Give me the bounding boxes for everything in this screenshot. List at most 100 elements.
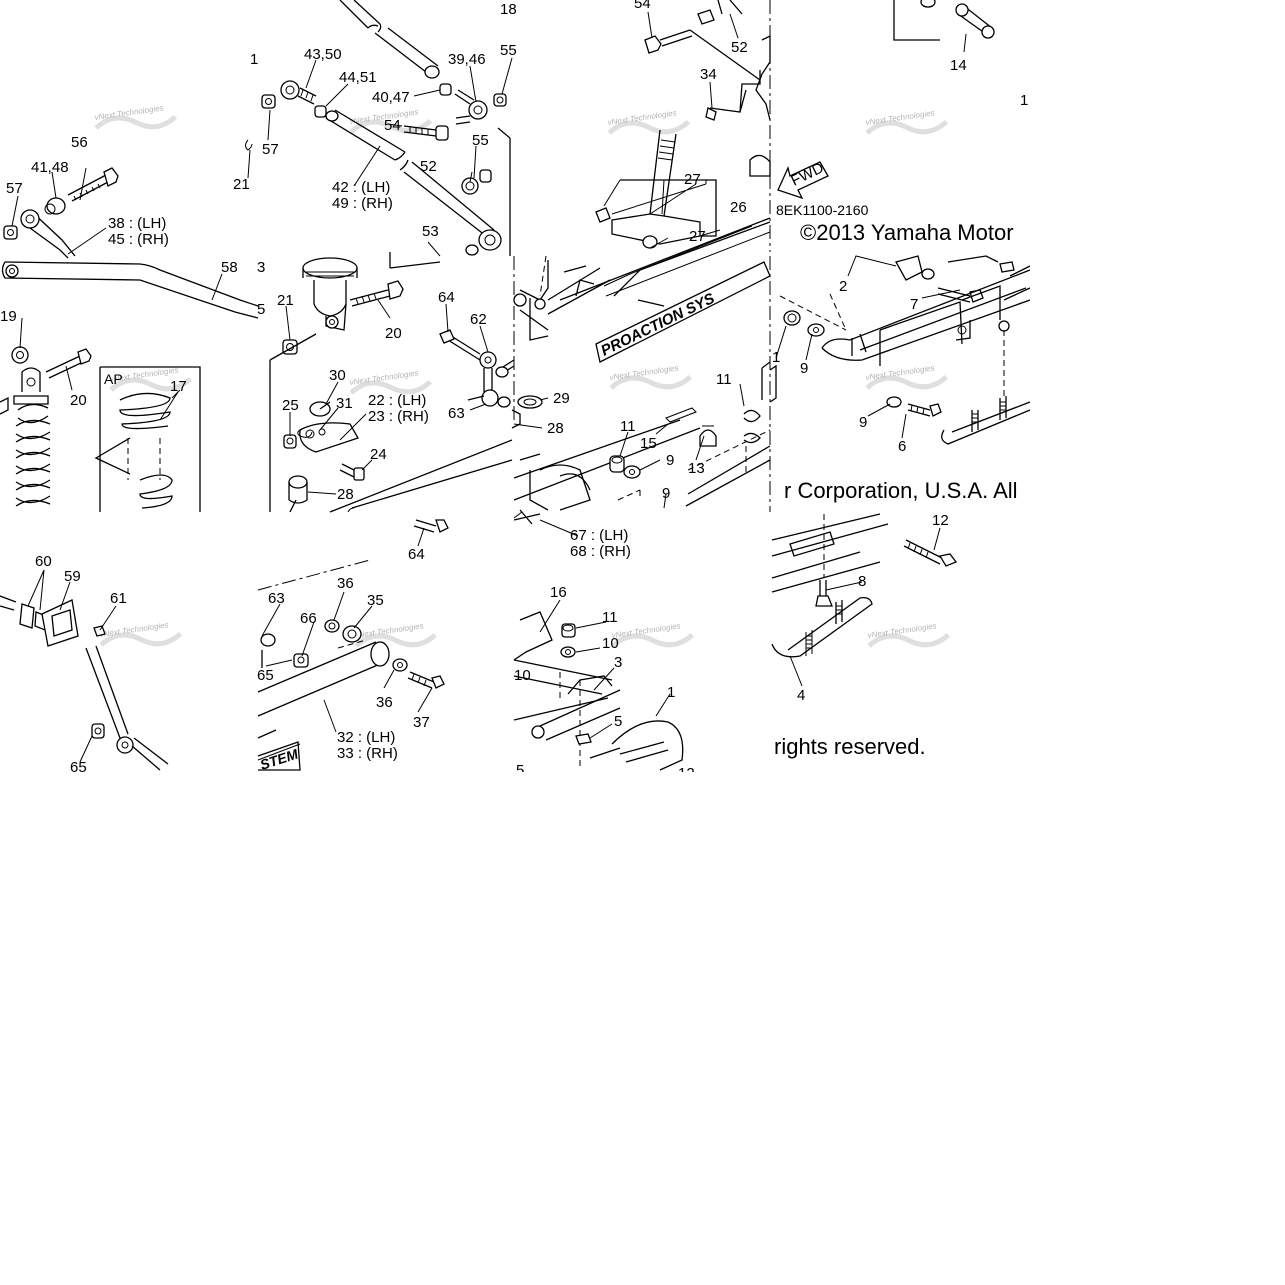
callout-4: 4: [797, 687, 805, 704]
callout-56: 56: [71, 134, 88, 151]
callout-8: 8: [858, 573, 866, 590]
inset-label: AP: [104, 371, 123, 387]
callout-41-48: 41,48: [31, 159, 69, 176]
ski-runner-bottom: [771, 513, 889, 658]
upper-arm-42-49: [325, 109, 502, 256]
callout-54: 54: [634, 0, 651, 12]
callout-1: 1: [772, 349, 780, 366]
callout-65: 65: [70, 759, 87, 776]
tie-rod-32-33: [257, 639, 390, 761]
callout-64: 64: [438, 289, 455, 306]
bracket-60-59: [0, 595, 79, 647]
callout-55: 55: [500, 42, 517, 59]
frame-right-ski-area: [769, 256, 777, 512]
callout-13: 13: [688, 460, 705, 477]
callout-7: 7: [910, 296, 918, 313]
callout-5: 5: [516, 762, 524, 779]
callout-65: 65: [257, 667, 274, 684]
callout-12: 12: [932, 512, 949, 529]
callout-labels: 18 54 52 14 1 43,50 44,51 39,46 55 40,47…: [0, 0, 1028, 782]
callout-20: 20: [70, 392, 87, 409]
callout-21: 21: [233, 176, 250, 193]
callout-61: 61: [110, 590, 127, 607]
callout-49-rh: 49 : (RH): [332, 195, 393, 212]
callout-11: 11: [716, 371, 732, 388]
frame-dash-center: [511, 256, 521, 429]
ring-29: [517, 395, 543, 409]
callout-45-rh: 45 : (RH): [108, 231, 169, 248]
callout-31: 31: [336, 395, 353, 412]
bolt-20-shock: [45, 348, 92, 379]
callout-57: 57: [262, 141, 279, 158]
knuckle-22-23: [299, 422, 365, 481]
callout-55: 55: [472, 132, 489, 149]
tie-rod-62: [439, 329, 515, 408]
callout-64: 64: [408, 546, 425, 563]
lower-arm-left: [20, 209, 76, 259]
callout-52: 52: [731, 39, 748, 56]
callout-35: 35: [367, 592, 384, 609]
ski-front-center: [685, 361, 771, 507]
nut-11-washer-9-center: [609, 425, 717, 501]
cotter-pin-15: [665, 407, 697, 423]
callout-43-50: 43,50: [304, 46, 342, 63]
callout-54: 54: [384, 117, 401, 134]
bolt-8-bottom: [815, 514, 833, 607]
callout-28: 28: [547, 420, 564, 437]
ski-runner-right: [941, 330, 1031, 445]
bushing-39-46: [439, 83, 507, 120]
steering-column: [595, 129, 717, 249]
frame-rail-center: [559, 217, 771, 307]
callout-38-lh: 38 : (LH): [108, 215, 166, 232]
callout-9: 9: [800, 360, 808, 377]
callout-21: 21: [277, 292, 294, 309]
bushing-28-left: [288, 475, 308, 513]
callout-66: 66: [300, 610, 317, 627]
steering-arm-center: [513, 255, 611, 341]
bolt-54-top: [644, 0, 761, 81]
callout-9: 9: [666, 452, 674, 469]
callout-5: 5: [614, 713, 622, 730]
frame-edge-mid: [497, 127, 511, 256]
callout-63: 63: [268, 590, 285, 607]
callout-62: 62: [470, 311, 487, 328]
diagram-code: 8EK1100-2160: [776, 202, 869, 218]
copyright-line-3: rights reserved.: [774, 734, 926, 759]
callout-1: 1: [1020, 92, 1028, 109]
bushing-35-36: [324, 619, 408, 672]
frame-line-mid-left: [269, 333, 317, 512]
bolt-37: [407, 671, 445, 689]
callout-22-lh: 22 : (LH): [368, 392, 426, 409]
callout-23-rh: 23 : (RH): [368, 408, 429, 425]
callout-34: 34: [700, 66, 717, 83]
callout-19: 19: [0, 308, 17, 325]
callout-10: 10: [602, 635, 619, 652]
callout-59: 59: [64, 568, 81, 585]
callout-37: 37: [413, 714, 430, 731]
bolt-64-bottom: [257, 519, 449, 591]
callout-6: 6: [898, 438, 906, 455]
callout-63: 63: [448, 405, 465, 422]
spindle-53: [389, 252, 441, 269]
callout-26: 26: [730, 199, 747, 216]
callout-16: 16: [550, 584, 567, 601]
link-61: [85, 625, 169, 771]
callout-52: 52: [420, 158, 437, 175]
frame-ribs-mid: [329, 439, 513, 513]
arm-67-68: [513, 509, 541, 525]
upper-tube-top: [339, 0, 440, 79]
callout-3: 3: [614, 654, 622, 671]
callout-17: 17: [170, 378, 187, 395]
callout-28: 28: [337, 486, 354, 503]
callout-15: 15: [640, 435, 657, 452]
copyright-line-2: r Corporation, U.S.A. All: [784, 478, 1018, 503]
spring-inset-ap: AP: [94, 366, 201, 512]
callout-10: 10: [514, 667, 531, 684]
leader-lines: [11, 11, 967, 763]
bolt-12-bottom: [903, 539, 958, 567]
callout-44-51: 44,51: [339, 69, 377, 86]
copyright-line-1: ©2013 Yamaha Motor: [800, 220, 1014, 245]
stabilizer-bar: [1, 261, 259, 319]
blank-right: [1030, 0, 1285, 772]
callout-9: 9: [859, 414, 867, 431]
